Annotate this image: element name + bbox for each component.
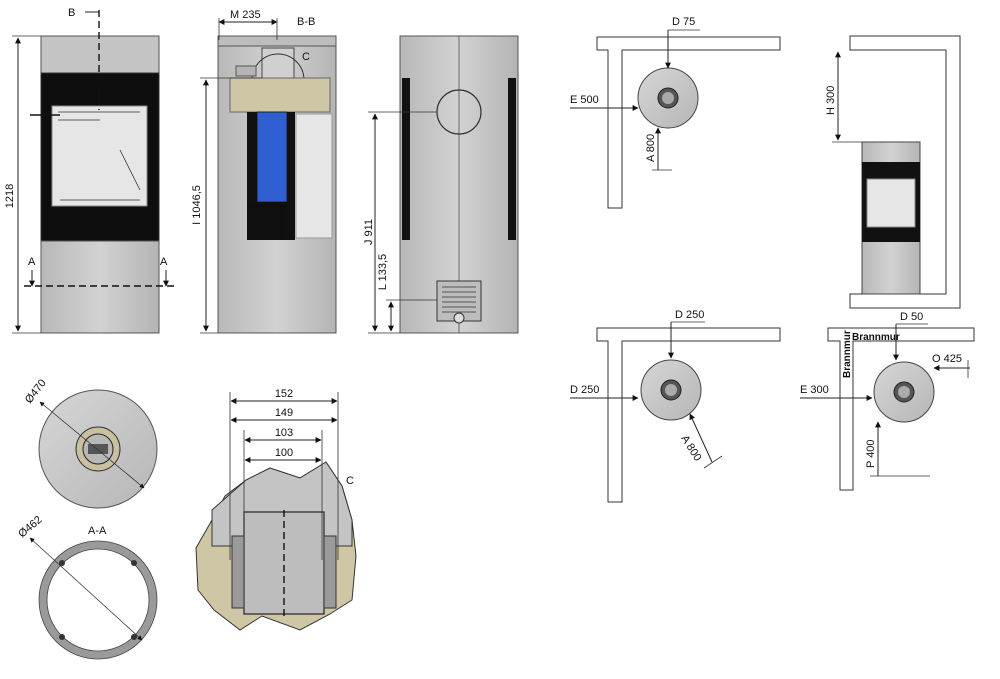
section-label-a-right: A [160, 256, 168, 268]
section-title-bb: B-B [297, 16, 315, 28]
wall-corner-4 [827, 327, 975, 491]
stove-top-band [40, 35, 160, 74]
dim-d-250-top: D 250 [675, 309, 704, 321]
detail-flue-pipe [243, 511, 325, 615]
dim-d-50: D 50 [900, 311, 923, 323]
install-plan-4: Brannmur Brannmur D 50 O 425 E 300 P 400 [800, 311, 975, 491]
section-label-a-left: A [28, 256, 36, 268]
front-view: 1218 B A A [4, 7, 174, 334]
detail-c-view: 152 149 103 100 C [195, 388, 357, 631]
dim-p-400: P 400 [865, 439, 877, 468]
detail-label-c: C [302, 51, 310, 63]
install-plan-3: D 250 D 250 A 800 [570, 309, 781, 503]
top-view: Ø470 [23, 377, 158, 509]
dim-diameter-462: Ø462 [16, 514, 44, 540]
section-title-aa: A-A [88, 525, 107, 537]
firebox-blue [256, 111, 288, 203]
dim-d-250-side: D 250 [570, 384, 599, 396]
firebox-window [51, 105, 148, 207]
dim-a-800: A 800 [645, 134, 657, 162]
dim-diameter-470: Ø470 [23, 377, 49, 406]
dim-height-1218: 1218 [4, 184, 16, 208]
detail-c-label: C [346, 475, 354, 487]
section-view-bb: I 1046,5 M 235 B-B C [191, 9, 337, 334]
dim-d-75: D 75 [672, 16, 695, 28]
install-plan-1: D 75 E 500 A 800 [570, 16, 781, 209]
dim-a-800-diag: A 800 [678, 433, 703, 463]
wall-elevation [849, 35, 961, 309]
install-plan-2: H 300 [825, 35, 961, 309]
dim-height-l: L 133,5 [377, 254, 389, 290]
insulation-block [229, 77, 331, 113]
dim-e-300: E 300 [800, 384, 829, 396]
dim-height-j: J 911 [363, 219, 375, 245]
back-view: J 911 L 133,5 [363, 35, 519, 334]
dim-height-i: I 1046,5 [191, 185, 203, 225]
dim-149: 149 [275, 407, 293, 419]
firewall-label-top: Brannmur [852, 332, 900, 343]
base-section [40, 240, 160, 334]
dim-width-m: M 235 [230, 9, 261, 21]
ring-section-aa: Ø462 A-A [16, 514, 158, 660]
wall-corner-1 [596, 36, 781, 209]
firebox-inner [295, 113, 333, 239]
dim-152: 152 [275, 388, 293, 400]
section-label-b: B [68, 7, 75, 19]
dim-100: 100 [275, 447, 293, 459]
firewall-label-side: Brannmur [842, 330, 853, 378]
dim-h-300: H 300 [825, 86, 837, 115]
wall-corner-3 [596, 327, 781, 503]
dim-103: 103 [275, 427, 293, 439]
dim-o-425: O 425 [932, 353, 962, 365]
dim-e-500: E 500 [570, 94, 599, 106]
